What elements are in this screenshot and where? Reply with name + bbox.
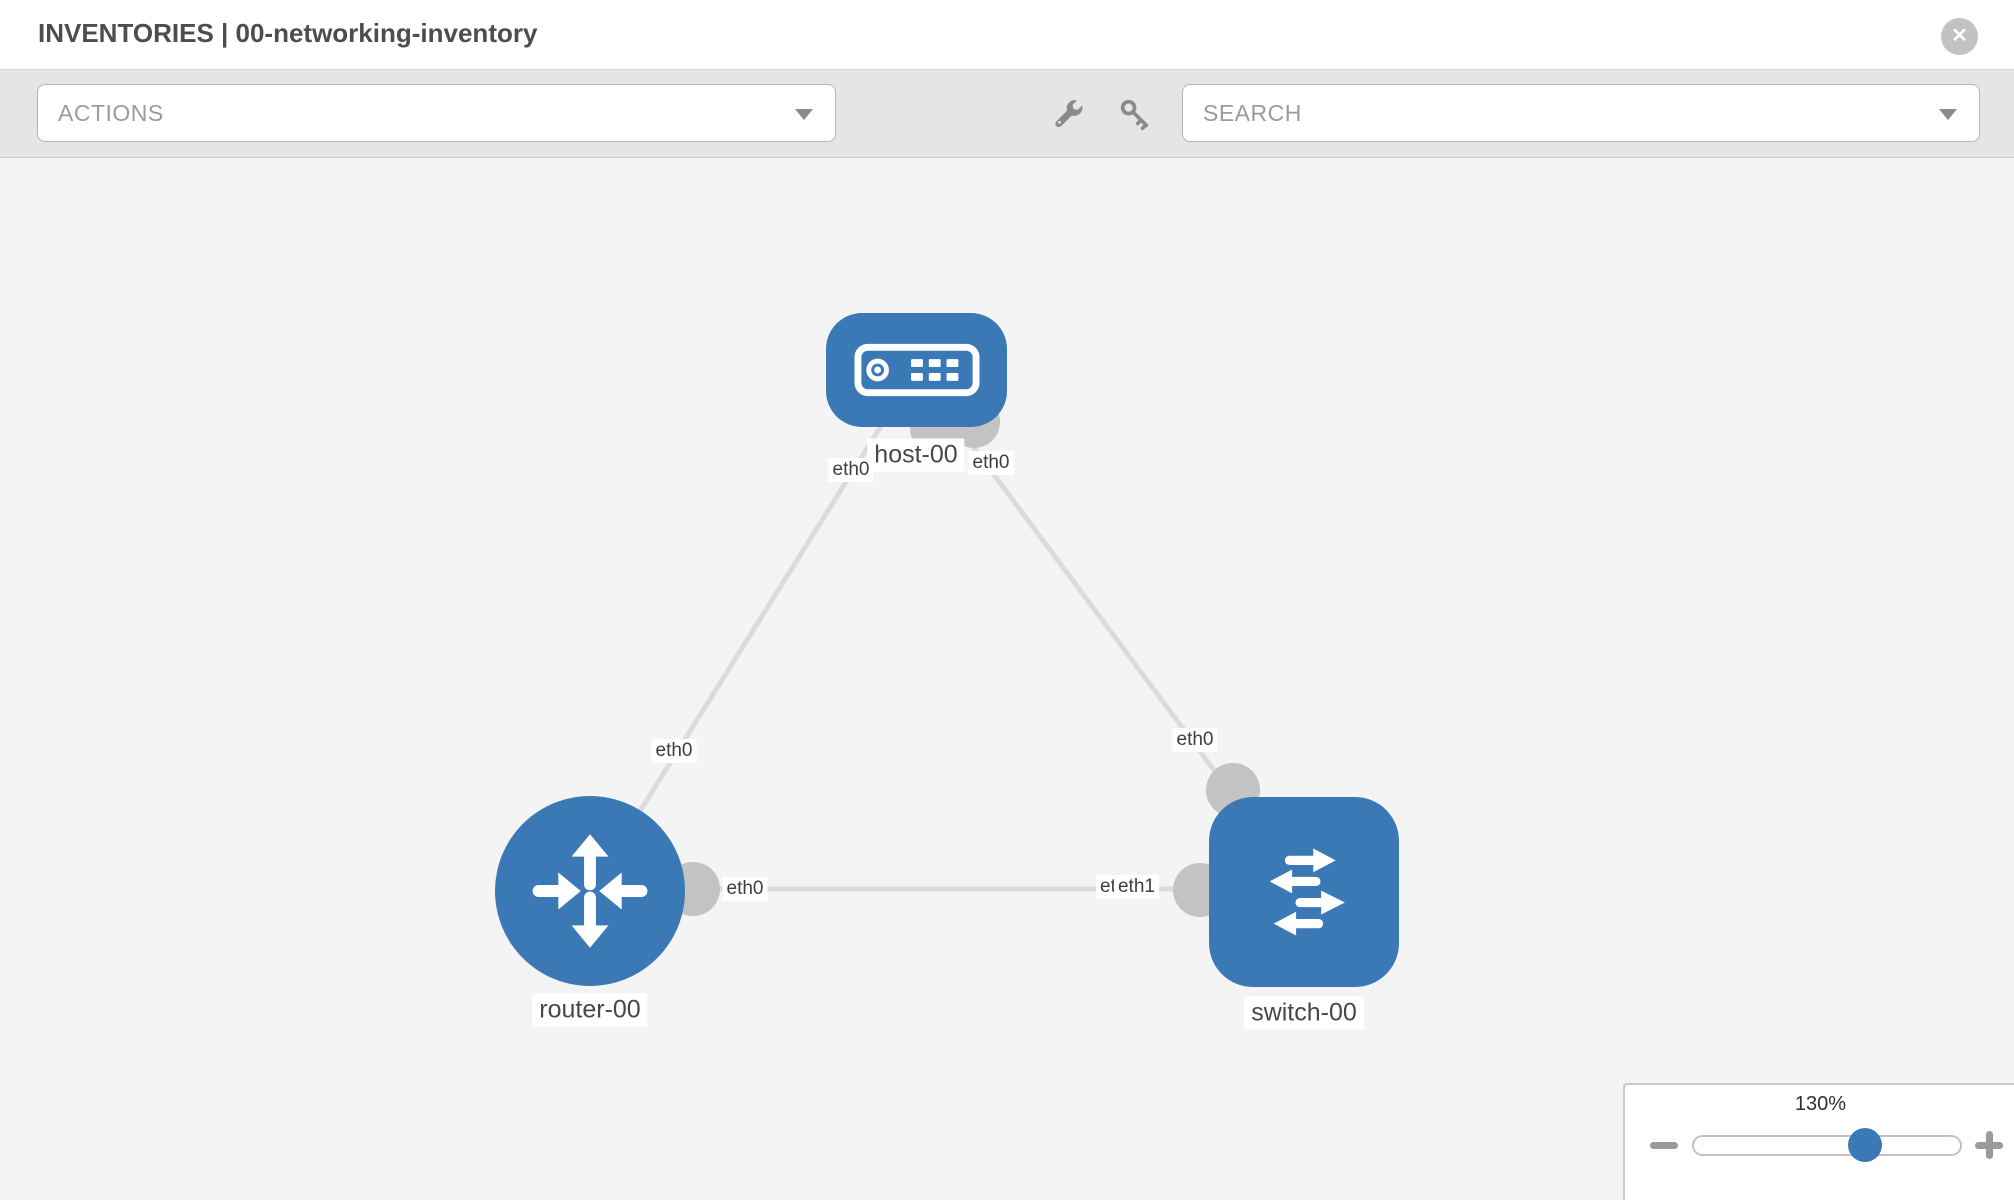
host-server-icon — [853, 343, 980, 397]
chevron-down-icon — [1939, 109, 1957, 120]
switch-arrows-icon — [1269, 848, 1345, 936]
port-label-router-uplink: eth0 — [651, 739, 697, 763]
zoom-slider-thumb[interactable] — [1848, 1128, 1882, 1162]
zoom-out-button[interactable] — [1650, 1142, 1678, 1149]
node-label-switch: switch-00 — [1244, 996, 1364, 1030]
zoom-in-button[interactable] — [1975, 1131, 2003, 1159]
chevron-down-icon — [795, 109, 813, 120]
zoom-level-value: 130% — [1794, 1093, 1847, 1115]
port-label-host-left: eth0 — [828, 458, 874, 482]
node-label-host: host-00 — [867, 438, 965, 472]
topology-edges — [587, 368, 1307, 917]
wrench-icon[interactable] — [1051, 97, 1085, 131]
port-label-switch-eth1: eth1 — [1113, 875, 1159, 899]
zoom-control-panel: 130% — [1623, 1083, 2014, 1200]
node-switch-00[interactable] — [1209, 797, 1399, 987]
search-dropdown[interactable]: SEARCH — [1182, 84, 1980, 142]
actions-dropdown-label: ACTIONS — [58, 100, 164, 126]
node-label-router: router-00 — [532, 993, 648, 1027]
close-icon[interactable]: ✕ — [1941, 18, 1978, 55]
actions-dropdown[interactable]: ACTIONS — [37, 84, 836, 142]
zoom-slider-track[interactable] — [1692, 1135, 1962, 1156]
node-host-00[interactable] — [826, 313, 1007, 427]
router-arrows-icon — [532, 834, 648, 948]
key-icon[interactable] — [1118, 97, 1152, 131]
topology-canvas[interactable]: host-00 router-00 switch-00 eth0 eth0 et… — [0, 158, 2014, 1200]
page-title: INVENTORIES | 00-networking-inventory — [38, 18, 538, 48]
toolbar: ACTIONS SEARCH — [0, 70, 2014, 158]
search-input: SEARCH — [1203, 100, 1302, 126]
edge-router-host — [587, 368, 919, 893]
node-router-00[interactable] — [495, 796, 685, 986]
port-label-switch-uplink: eth0 — [1172, 728, 1218, 752]
port-label-router-right: eth0 — [722, 877, 768, 901]
header: INVENTORIES | 00-networking-inventory ✕ — [0, 0, 2014, 70]
port-label-host-right: eth0 — [968, 451, 1014, 475]
